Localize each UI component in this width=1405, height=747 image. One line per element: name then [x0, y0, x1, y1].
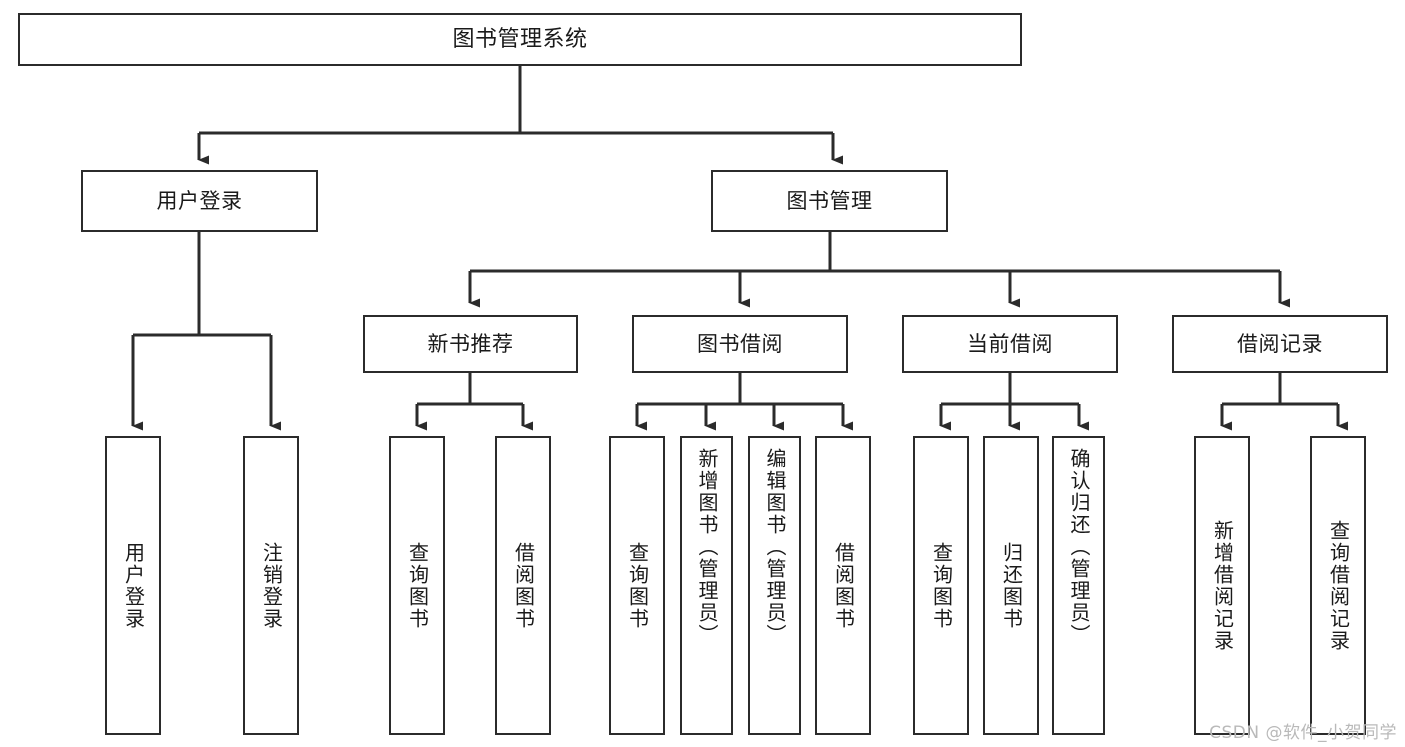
node-label: 借阅图书 [511, 541, 536, 630]
node-leaf-query-book-recommend[interactable]: 查询图书 [389, 436, 445, 735]
node-leaf-return-book[interactable]: 归还图书 [983, 436, 1039, 735]
node-leaf-edit-book[interactable]: 编辑图书（管理员） [748, 436, 801, 735]
node-label: 图书借阅 [697, 331, 783, 356]
node-leaf-query-book-current[interactable]: 查询图书 [913, 436, 969, 735]
node-current-borrow[interactable]: 当前借阅 [902, 315, 1118, 373]
node-leaf-add-book[interactable]: 新增图书（管理员） [680, 436, 733, 735]
node-label: 查询图书 [625, 541, 650, 630]
node-label: 查询借阅记录 [1326, 519, 1351, 652]
node-label: 新增图书（管理员） [695, 448, 719, 646]
node-label: 图书管理 [786, 188, 873, 213]
node-label: 借阅图书 [831, 541, 856, 630]
node-leaf-logout[interactable]: 注销登录 [243, 436, 299, 735]
node-leaf-confirm-return[interactable]: 确认归还（管理员） [1052, 436, 1105, 735]
node-label: 用户登录 [121, 541, 146, 630]
watermark-text: CSDN @软件_小贺同学 [1209, 723, 1397, 743]
node-book-manage[interactable]: 图书管理 [711, 170, 948, 232]
node-leaf-borrow-book-recommend[interactable]: 借阅图书 [495, 436, 551, 735]
node-leaf-user-login[interactable]: 用户登录 [105, 436, 161, 735]
node-label: 注销登录 [259, 541, 284, 630]
node-user-login[interactable]: 用户登录 [81, 170, 318, 232]
node-root-system[interactable]: 图书管理系统 [18, 13, 1022, 66]
node-label: 确认归还（管理员） [1067, 448, 1091, 646]
node-label: 图书管理系统 [452, 26, 588, 52]
node-label: 当前借阅 [967, 331, 1053, 356]
node-label: 查询图书 [405, 541, 430, 630]
node-label: 借阅记录 [1237, 331, 1323, 356]
node-label: 新书推荐 [427, 331, 514, 356]
node-label: 新增借阅记录 [1210, 519, 1235, 652]
node-label: 归还图书 [999, 541, 1024, 630]
node-book-borrow[interactable]: 图书借阅 [632, 315, 848, 373]
node-label: 查询图书 [929, 541, 954, 630]
node-leaf-borrow-book[interactable]: 借阅图书 [815, 436, 871, 735]
node-borrow-record[interactable]: 借阅记录 [1172, 315, 1388, 373]
node-label: 用户登录 [156, 188, 243, 213]
node-leaf-query-book-borrow[interactable]: 查询图书 [609, 436, 665, 735]
node-new-book-recommend[interactable]: 新书推荐 [363, 315, 578, 373]
node-leaf-add-borrow-record[interactable]: 新增借阅记录 [1194, 436, 1250, 735]
node-label: 编辑图书（管理员） [763, 448, 787, 646]
node-leaf-query-borrow-record[interactable]: 查询借阅记录 [1310, 436, 1366, 735]
